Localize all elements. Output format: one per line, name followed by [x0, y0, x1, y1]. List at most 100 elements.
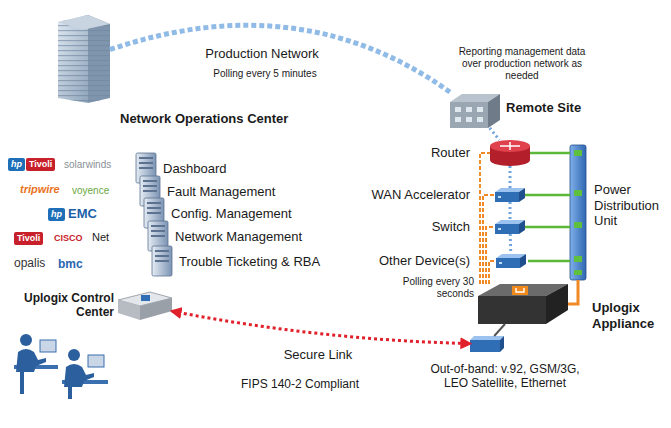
router-icon-part: [490, 140, 530, 152]
noc-building-part: [58, 15, 110, 30]
service-label-node: Config. Management: [170, 205, 293, 223]
reporting-note: Reporting management data over productio…: [452, 46, 592, 82]
operators-part: [40, 340, 56, 352]
service-label-node: Fault Management: [166, 183, 276, 201]
edge-label: Secure Link: [282, 347, 355, 363]
connector-line: [509, 166, 512, 188]
modem-node: Out-of-band: v.92, GSM/3G, LEO Satellite…: [470, 336, 504, 352]
vendor-logo: EMC: [68, 206, 97, 222]
connector-line: [494, 324, 505, 336]
control-center-device-part: [118, 300, 140, 320]
vendor-logo: solarwinds: [64, 159, 111, 171]
connector-line: [568, 280, 578, 304]
modem-icon-part: [500, 336, 504, 352]
appliance-node: Uplogix Appliance: [478, 284, 568, 324]
node-label: Remote Site: [506, 100, 581, 116]
wan-accelerator-icon-part: [495, 188, 525, 202]
vendor-logo: hp: [8, 158, 25, 171]
modem-icon: [470, 336, 504, 352]
remote-building-part: [477, 107, 483, 112]
service-label-node: Network Management: [174, 228, 303, 246]
node-text: Fault Management: [166, 183, 276, 201]
uplogix-appliance-icon-part: [546, 284, 568, 324]
connector-line: [172, 311, 470, 343]
noc-building-part: [88, 15, 110, 103]
uplogix-appliance-icon-part: [516, 288, 524, 292]
operators-part: [20, 334, 32, 346]
connector-line: [489, 261, 494, 284]
operators-part: [20, 372, 24, 394]
remote-building-part: [488, 94, 500, 128]
pdu-icon-part: [574, 222, 582, 228]
node-label: Power Distribution Unit: [594, 182, 668, 229]
pdu-node: Power Distribution Unit: [570, 145, 586, 280]
node-text: Trouble Ticketing & RBA: [178, 253, 321, 271]
pdu-icon-part: [574, 270, 582, 275]
remote-building-part: [455, 107, 461, 112]
vendor-logo: Tivoli: [26, 158, 55, 171]
polling-note: Polling every 5 minutes: [213, 68, 316, 80]
operators: [14, 334, 108, 399]
pdu-icon-part: [570, 145, 586, 280]
noc-building-part: [88, 15, 110, 103]
other-device-icon-part: [496, 254, 526, 268]
vendor-logo: opalis: [14, 256, 45, 270]
vendor-logo: Tivoli: [14, 232, 43, 245]
router-icon: [490, 140, 530, 166]
operators-part: [68, 387, 72, 399]
connector-line: [110, 25, 450, 92]
control-center-device-part: [140, 298, 172, 320]
pdu-icon-part: [574, 190, 582, 196]
operators-part: [68, 349, 80, 361]
vendor-logo: tripwire: [20, 183, 60, 196]
node-label: Network Operations Center: [120, 111, 288, 127]
control-center-node: Uplogix Control Center: [118, 292, 172, 320]
switch-icon-part: [495, 220, 525, 234]
modem-icon-part: [470, 336, 504, 340]
remote-building-part: [466, 117, 472, 122]
operators-part: [88, 355, 104, 367]
other-device-node: Other Device(s): [494, 254, 528, 268]
vendor-logo: CISCO: [54, 233, 83, 244]
connector-line: [528, 260, 570, 263]
modem-icon-part: [470, 340, 500, 352]
switch-icon: [495, 220, 525, 234]
remote-building-part: [455, 117, 461, 122]
control-center-device-part: [141, 295, 150, 301]
connector-line: [490, 128, 500, 140]
uplogix-appliance-icon-part: [478, 296, 546, 324]
remote-site-node: Remote Site: [450, 92, 500, 128]
noc-building: [58, 15, 110, 103]
uplogix-appliance-icon-part: [512, 286, 528, 295]
wan-node: WAN Accelerator: [495, 188, 525, 202]
wan-accelerator-icon: [495, 188, 525, 202]
operators-part: [16, 349, 46, 372]
node-label: Other Device(s): [379, 253, 470, 269]
node-label: Router: [431, 145, 470, 161]
edge-label: Production Network: [203, 46, 320, 62]
operators-part: [64, 364, 94, 387]
node-text: Config. Management: [170, 205, 293, 223]
router-icon-part: [500, 142, 520, 150]
control-center-device: [118, 292, 172, 320]
server-stack-part: [152, 246, 172, 276]
uplogix-appliance-icon: [478, 284, 568, 324]
noc-node: Network Operations Center: [55, 15, 110, 103]
service-label-node: Trouble Ticketing & RBA: [178, 253, 321, 271]
node-label: Uplogix Control Center: [22, 291, 114, 320]
switch-node: Switch: [495, 220, 525, 234]
connector-line: [486, 227, 495, 284]
vendor-logo: voyence: [72, 185, 109, 197]
node-label: Out-of-band: v.92, GSM/3G, LEO Satellite…: [430, 362, 580, 391]
polling-note: Polling every 30 seconds: [402, 276, 474, 300]
node-text: Network Management: [174, 228, 303, 246]
node-text: Dashboard: [162, 160, 228, 178]
pdu-icon: [570, 145, 586, 280]
remote-building-part: [466, 107, 472, 112]
vendor-logo: bmc: [58, 257, 83, 271]
remote-building-part: [450, 102, 488, 128]
router-node: Router: [490, 140, 530, 166]
pdu-icon-part: [574, 150, 582, 156]
pdu-icon-part: [574, 256, 582, 262]
